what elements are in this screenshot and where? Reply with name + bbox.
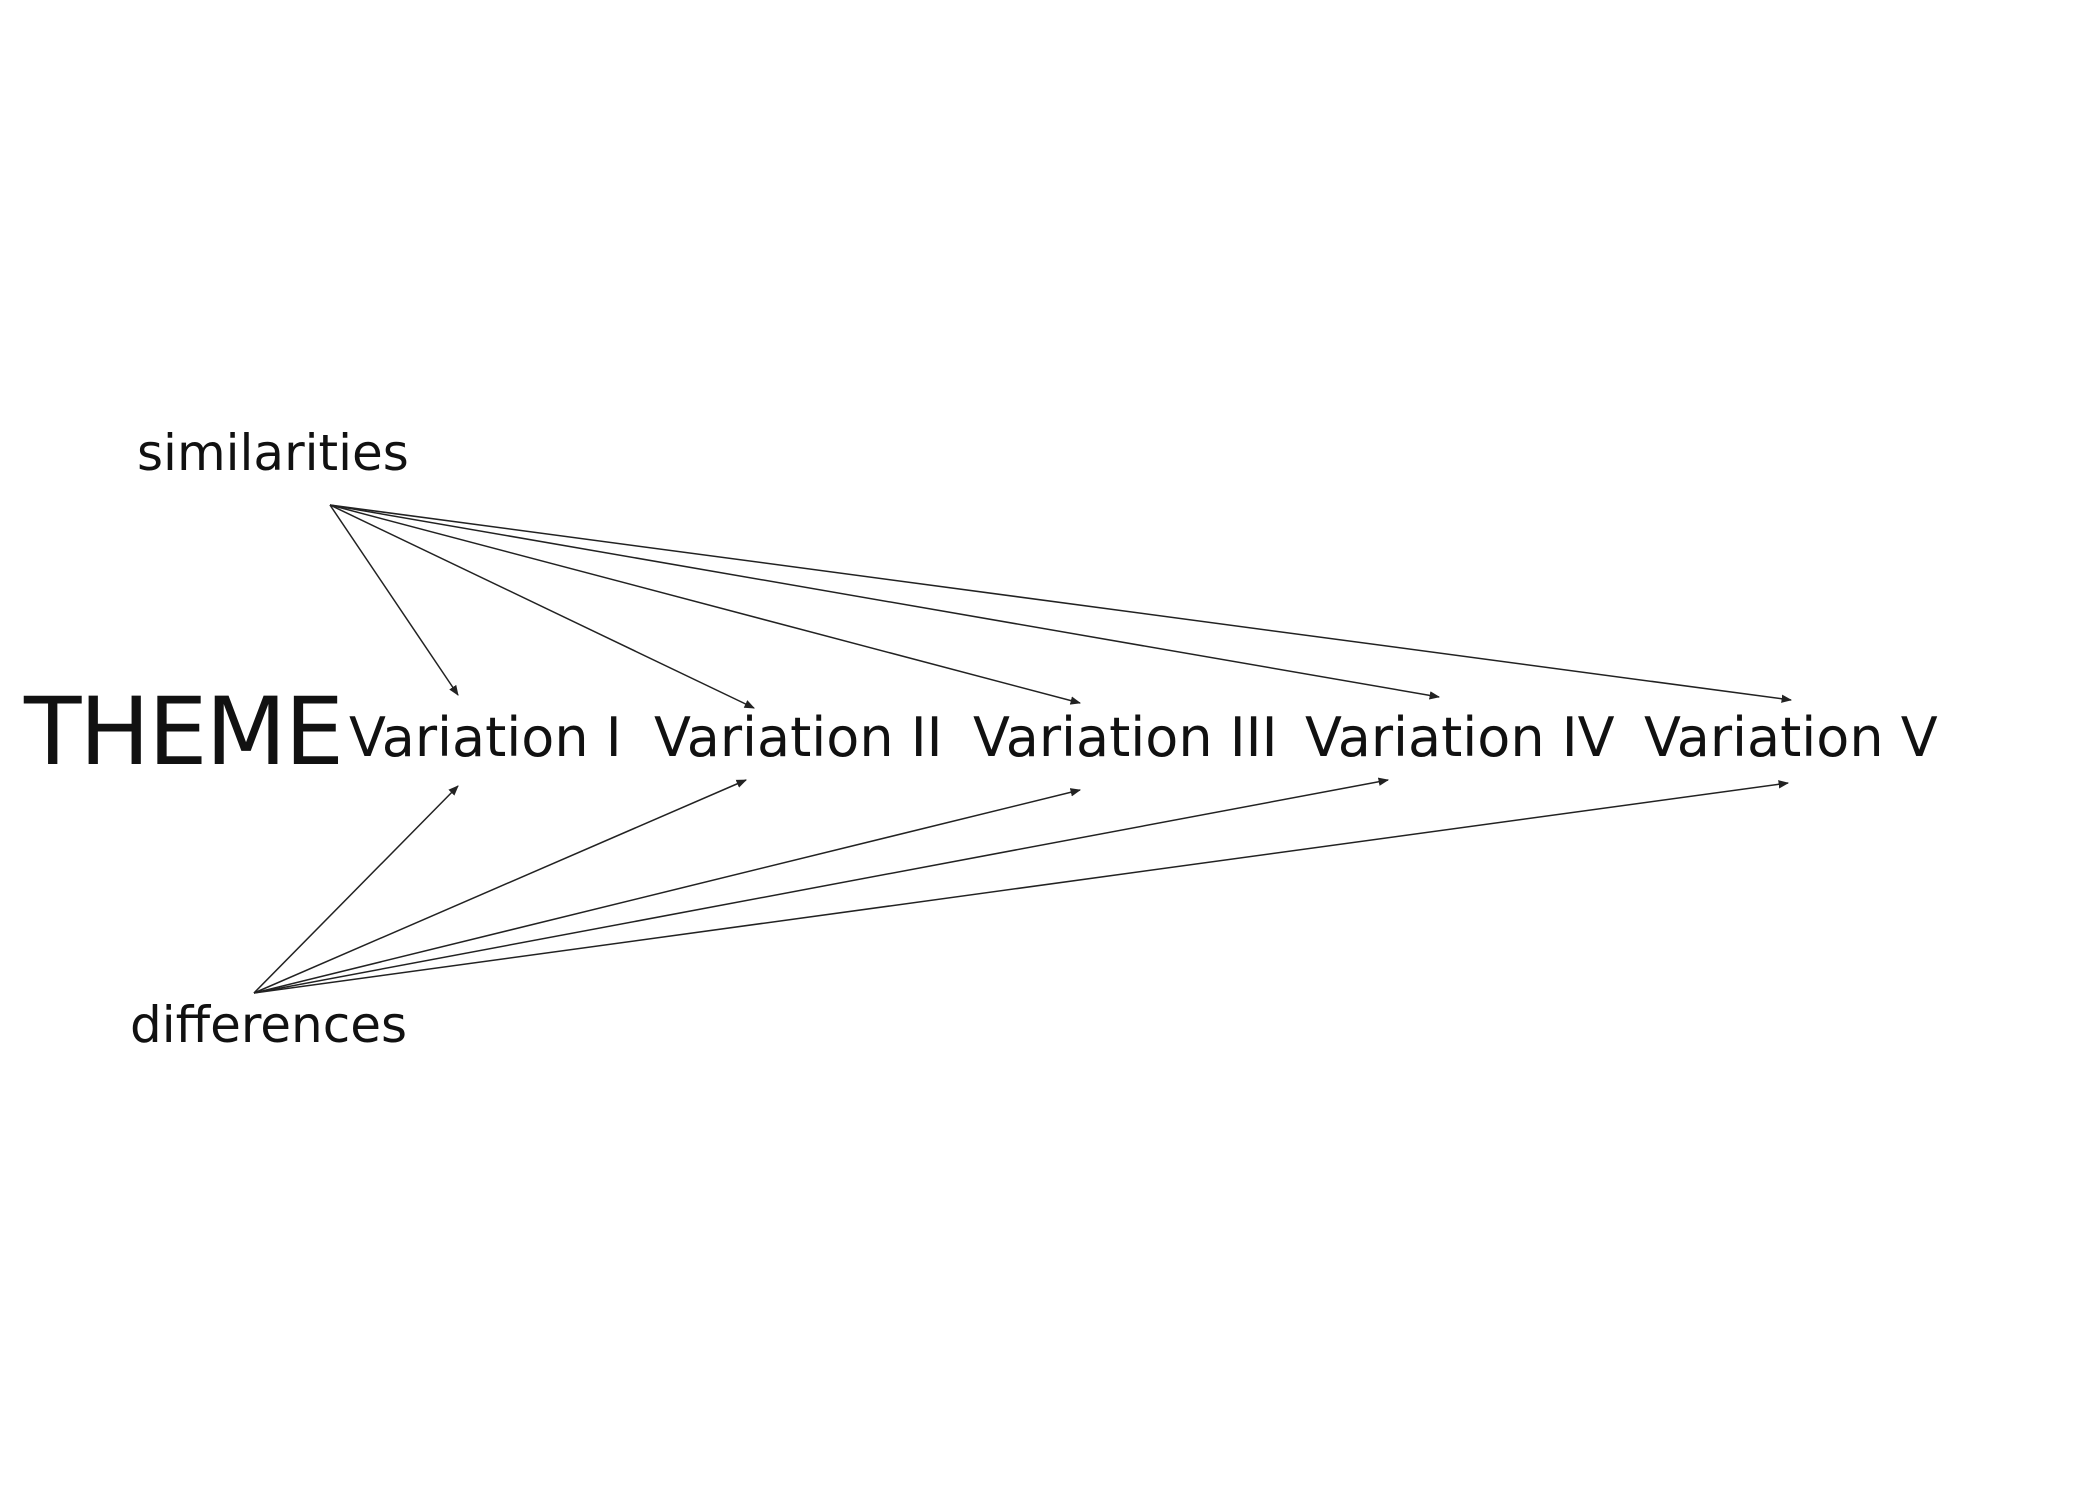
- difference-arrow-variation-2: [253, 779, 747, 994]
- difference-arrow-variation-1: [253, 785, 459, 994]
- theme-title: THEME: [23, 678, 342, 787]
- difference-arrow-variation-5: [253, 780, 1790, 994]
- variation-2-label: Variation II: [654, 706, 943, 769]
- variation-5-label: Variation V: [1644, 706, 1938, 769]
- variation-1-label: Variation I: [349, 706, 622, 769]
- similarity-arrows: [329, 504, 1793, 709]
- similarity-arrow-variation-2: [329, 504, 755, 709]
- similarity-arrow-variation-4: [329, 504, 1441, 700]
- variation-4-label: Variation IV: [1305, 706, 1615, 769]
- difference-arrows: [253, 777, 1790, 994]
- similarity-arrow-variation-1: [329, 504, 459, 696]
- similarity-arrow-variation-5: [329, 504, 1793, 703]
- similarities-label: similarities: [137, 424, 409, 482]
- differences-label: differences: [130, 996, 407, 1054]
- variation-3-label: Variation III: [973, 706, 1278, 769]
- similarity-arrow-variation-3: [329, 504, 1082, 705]
- difference-arrow-variation-3: [253, 788, 1082, 994]
- difference-arrow-variation-4: [253, 777, 1390, 994]
